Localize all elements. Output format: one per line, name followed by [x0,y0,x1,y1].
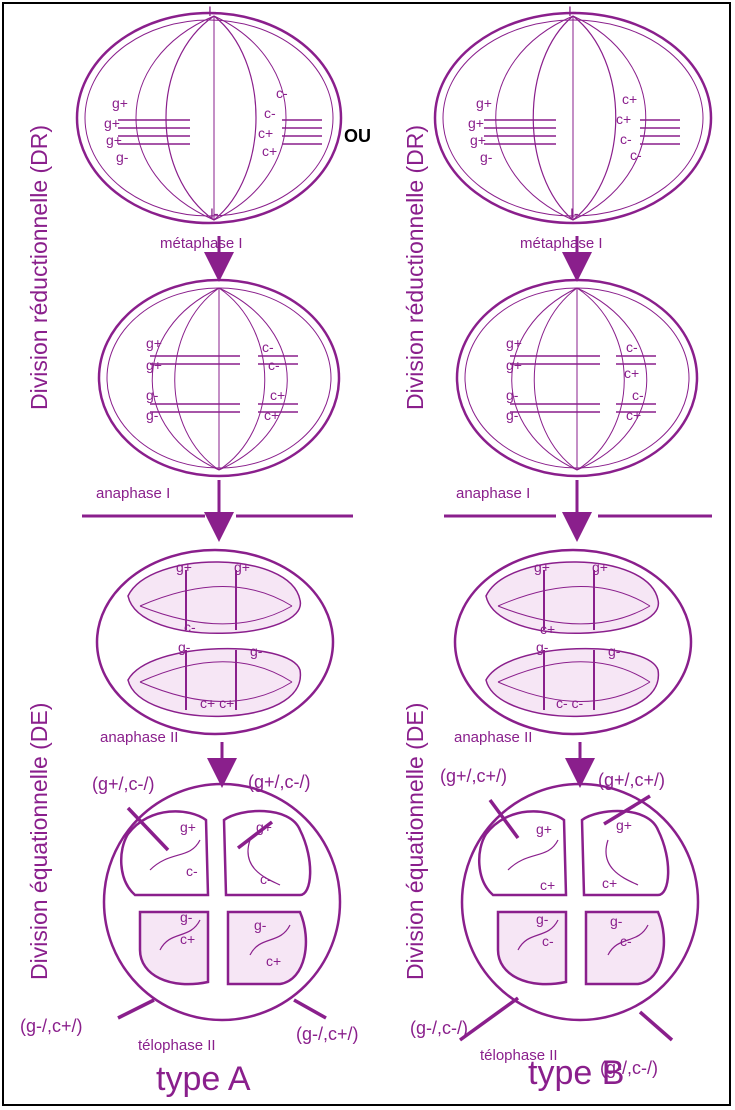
label-g-plus: g+ [506,357,522,373]
label-g-minus: g- [250,643,263,659]
label-g-plus: g+ [476,95,492,111]
label-g-plus: g+ [534,559,550,575]
label-g-minus: g- [146,387,159,403]
pole-label: I- [568,3,577,19]
label-g-minus: g- [610,913,623,929]
label-g-minus: g- [116,149,129,165]
label-c: c- [186,863,198,879]
label-c: c- [620,131,632,147]
label-g-minus: g- [180,909,193,925]
side-label-de-right: Division équationnelle (DE) [402,703,428,980]
label-g-plus: g+ [104,115,120,131]
label-g-plus: g+ [506,335,522,351]
label-c: c+ [180,931,195,947]
label-c: c- [184,619,196,635]
label-c: c+ [266,953,281,969]
label-c: c- [632,387,644,403]
label-c: c- [620,933,632,949]
genotype-label: (g-/,c+/) [296,1024,359,1044]
side-label-dr-right: Division réductionnelle (DR) [402,125,428,410]
label-g-plus: g+ [146,357,162,373]
pole-label: I- [210,205,219,221]
genotype-label: (g+/,c+/) [598,770,665,790]
stage-metaphase-a: métaphase I [160,235,243,252]
stage-anaphase2-a: anaphase II [100,729,178,746]
label-g-plus: g+ [536,821,552,837]
side-label-de-left: Division équationnelle (DE) [26,703,52,980]
label-c: c+ [262,143,277,159]
label-g-minus: g- [480,149,493,165]
side-label-dr-left: Division réductionnelle (DR) [26,125,52,410]
label-g-plus: g+ [176,559,192,575]
label-g-plus: g+ [470,132,486,148]
label-c: c- [276,85,288,101]
label-g-plus: g+ [592,559,608,575]
label-c: c+ [602,875,617,891]
label-g-plus: g+ [112,95,128,111]
label-c: c- [626,339,638,355]
genotype-label: (g+/,c-/) [92,774,155,794]
or-label: OU [344,126,371,146]
stage-telophase-a: télophase II [138,1037,216,1054]
label-c: c- [630,147,642,163]
label-c: c- c- [556,695,584,711]
stage-anaphase1-b: anaphase I [456,485,530,502]
label-c: c- [268,357,280,373]
anaphase1-cell-a [99,280,339,476]
label-g-plus: g+ [256,819,272,835]
label-c: c+ [624,365,639,381]
label-g-plus: g+ [616,817,632,833]
label-c: c+ [626,407,641,423]
stage-anaphase2-b: anaphase II [454,729,532,746]
label-c: c+ [540,621,555,637]
label-g-minus: g- [178,639,191,655]
type-b-title: type B [528,1054,624,1092]
genotype-label: (g-/,c-/) [410,1018,468,1038]
stage-anaphase1-a: anaphase I [96,485,170,502]
label-g-plus: g+ [234,559,250,575]
label-c: c- [264,105,276,121]
label-g-minus: g- [146,407,159,423]
label-g-minus: g- [536,911,549,927]
label-c: c+ [616,111,631,127]
label-c: c- [262,339,274,355]
label-g-minus: g- [536,639,549,655]
label-g-minus: g- [506,407,519,423]
label-c: c+ [540,877,555,893]
anaphase1-cell-b [457,280,697,476]
label-c: c+ [258,125,273,141]
label-c: c- [542,933,554,949]
label-g-plus: g+ [106,132,122,148]
label-g-plus: g+ [146,335,162,351]
label-c: c- [260,871,272,887]
genotype-label: (g+/,c+/) [440,766,507,786]
genotype-label: (g+/,c-/) [248,772,311,792]
label-g-minus: g- [506,387,519,403]
label-c: c+ [622,91,637,107]
telophase-cell-b [462,784,698,1020]
type-a-title: type A [156,1060,251,1098]
genotype-label: (g-/,c+/) [20,1016,83,1036]
label-g-minus: g- [254,917,267,933]
pole-label: I- [570,205,579,221]
label-c: c+ c+ [200,695,234,711]
label-c: c+ [264,407,279,423]
label-g-plus: g+ [180,819,196,835]
label-g-minus: g- [608,643,621,659]
label-c: c+ [270,387,285,403]
stage-metaphase-b: métaphase I [520,235,603,252]
label-g-plus: g+ [468,115,484,131]
pole-label: I- [208,3,217,19]
column-type-b [435,13,712,1040]
labels-type-a: g+ g+ g+ g- c- c- c+ c+ I- I- métaphase … [20,3,359,1098]
